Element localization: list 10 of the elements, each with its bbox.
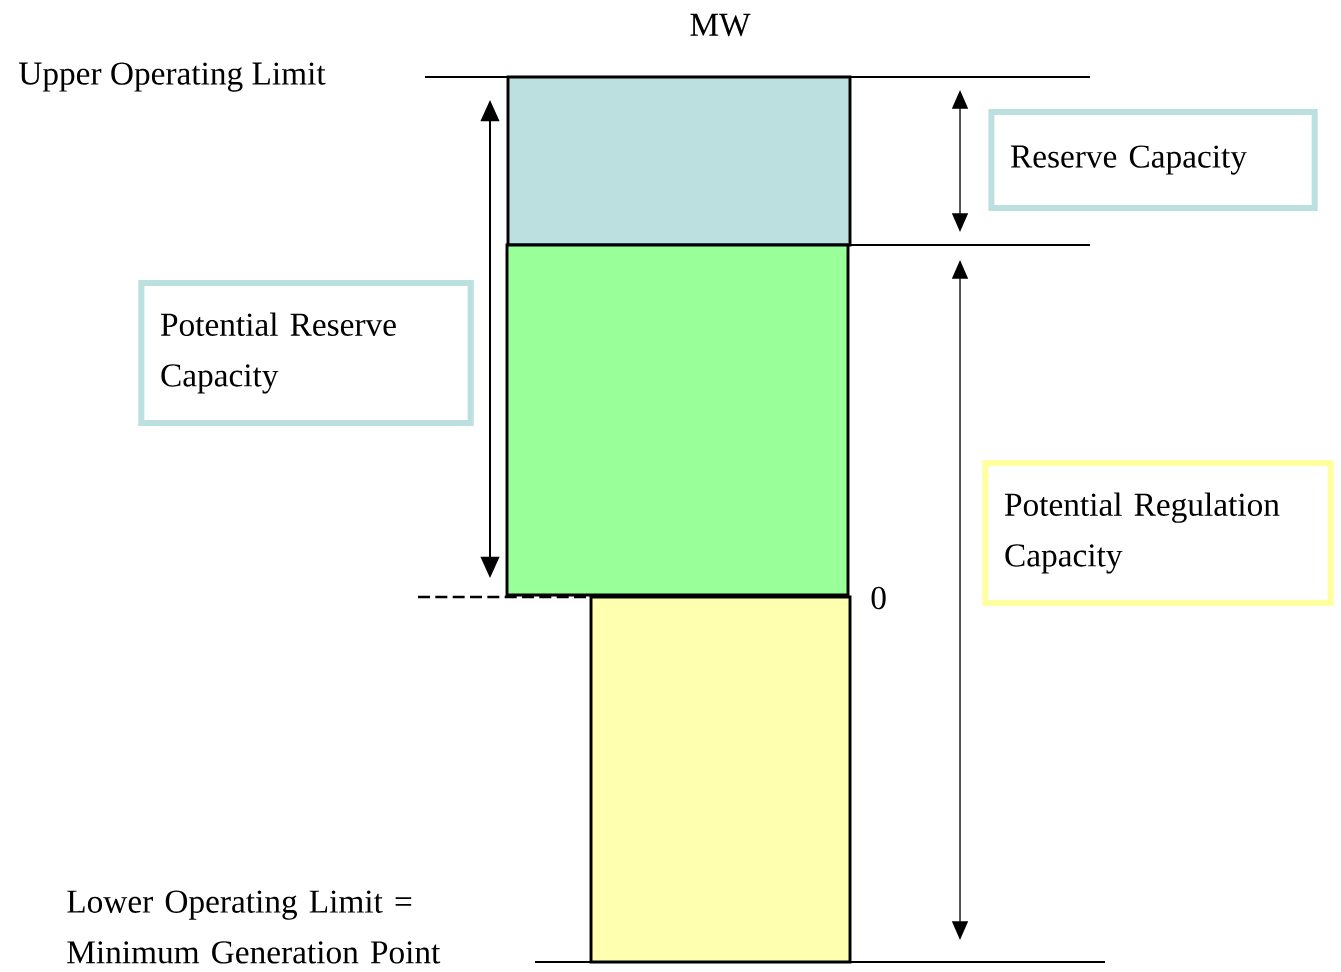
limit-label: Upper Operating Limit bbox=[18, 62, 326, 92]
axis-label: MW bbox=[690, 13, 751, 37]
zero-label: 0 bbox=[871, 586, 886, 610]
text-box: Potential Reserve Capacity bbox=[138, 280, 474, 426]
bar bbox=[589, 595, 852, 964]
bar bbox=[505, 243, 850, 597]
text-box: Potential Regulation Capacity bbox=[982, 460, 1334, 606]
text-box: Reserve Capacity bbox=[988, 109, 1318, 211]
limit-label: Lower Operating Limit = Minimum Generation Point bbox=[67, 890, 441, 964]
bar bbox=[506, 75, 852, 247]
